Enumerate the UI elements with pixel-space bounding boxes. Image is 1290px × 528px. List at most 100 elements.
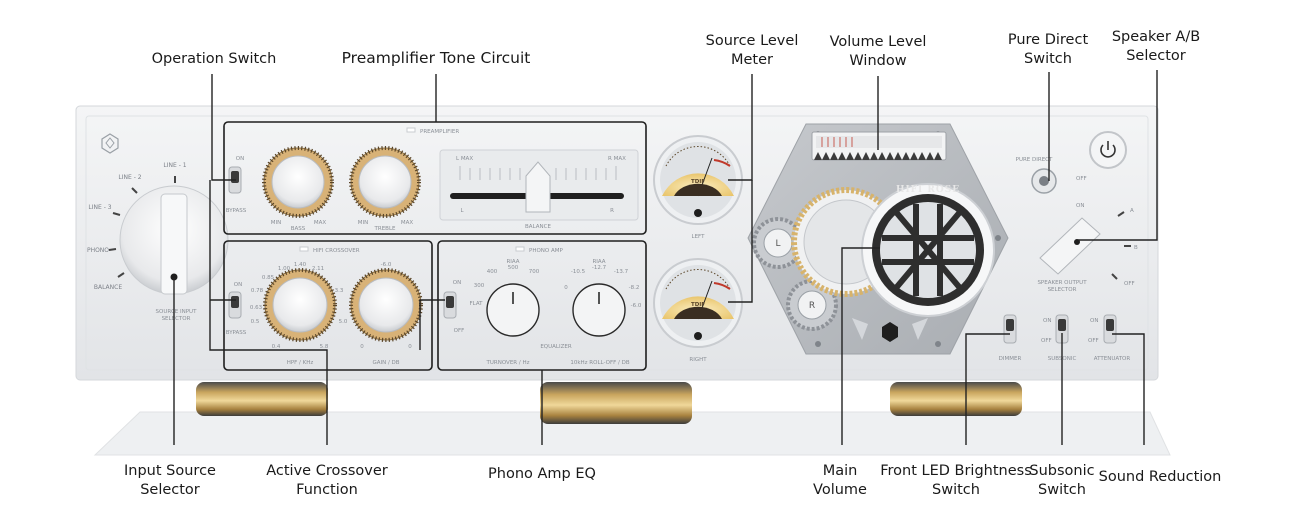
hpf-tick-2: 0.63 [250,305,263,311]
hpf-tick-9: 5.0 [339,319,348,325]
operation-bypass-label: BYPASS [226,208,247,214]
gain-mid: -6.0 [381,262,392,268]
gear-right-channel-icon [786,279,838,331]
turnover-label: TURNOVER / Hz [486,360,530,366]
bass-label: BASS [291,226,306,232]
preamplifier-section [223,121,647,235]
speaker-off: OFF [1124,281,1135,287]
hpf-tick-4: 0.85 [262,275,275,281]
bass-knob[interactable] [262,146,334,218]
operation-on-label: ON [236,156,244,162]
turnover-tick-2: 500 [508,265,519,271]
callout-phono-amp-eq: Phono Amp EQ [488,466,596,482]
hpf-tick-1: 0.5 [251,319,260,325]
balance-r: R [610,208,614,214]
turnover-tick-0: 300 [474,283,485,289]
hpf-tick-5: 1.00 [278,266,291,272]
dimmer-switch[interactable] [1003,314,1017,344]
attenuator-off: OFF [1088,338,1099,344]
speaker-b: B [1134,245,1138,251]
callout-preamp-tone-circuit: Preamplifier Tone Circuit [341,49,531,67]
input-pos-balance: BALANCE [94,284,122,291]
foot-center [540,382,692,424]
subsonic-off: OFF [1041,338,1052,344]
leader-main-volume [841,247,880,445]
hexagon-accent-icon [852,318,928,342]
brand-logo [101,133,119,154]
foot-left [196,382,328,416]
input-label-2: SELECTOR [162,316,191,322]
crossover-section [223,240,433,371]
input-pos-line1: LINE - 1 [163,162,186,169]
rolloff-knob[interactable] [572,283,626,337]
leader-led-brightness [965,333,1010,445]
attenuator-label: ATTENUATOR [1094,356,1131,362]
hpf-tick-10: 5.8 [320,344,329,350]
rolloff-tick-5: -6.0 [631,303,642,309]
phono-flat: FLAT [469,301,483,307]
volume-level-window [811,131,947,161]
rolloff-label: 10kHz ROLL-OFF / DB [570,360,630,366]
crossover-on: ON [234,282,242,288]
gain-max: 0 [408,344,412,350]
vu-left-label: LEFT [692,234,706,240]
gain-min: 0 [360,344,364,350]
input-source-selector[interactable] [119,185,229,295]
balance-label: BALANCE [525,224,551,230]
hpf-knob[interactable] [263,268,337,342]
bass-min: MIN [271,220,281,226]
pure-direct-switch[interactable] [1031,168,1057,194]
speaker-label-2: SELECTOR [1048,287,1077,293]
hpf-tick-7: 2.11 [312,266,324,272]
power-button[interactable] [1089,131,1127,169]
dimmer-label: DIMMER [999,356,1022,362]
gain-knob[interactable] [349,268,423,342]
vu-right-label: RIGHT [689,357,707,363]
speaker-a: A [1130,208,1134,214]
pure-direct-label: PURE DIRECT [1016,157,1053,163]
balance-l: L [460,208,464,214]
leader-meter-right [728,180,753,303]
main-volume-knob[interactable] [861,183,995,317]
input-pos-phono: PHONO [87,247,109,254]
phono-switch[interactable] [443,291,457,319]
leader-sound-reduction [1112,333,1145,445]
pure-direct-off: OFF [1076,176,1087,182]
gain-label: GAIN / DB [372,360,399,366]
attenuator-on: ON [1090,318,1098,324]
turnover-top: RIAA [506,259,519,265]
vu-right-brand: TDIF [691,302,705,308]
crossover-bypass: BYPASS [226,330,247,336]
hpf-tick-0: 0.4 [272,344,281,350]
phono-on: ON [453,280,461,286]
crossover-switch[interactable] [228,291,242,319]
callout-sound-reduction: Sound Reduction [1098,469,1222,485]
volume-logo: HIFI ROSE [896,185,960,195]
turnover-tick-1: 400 [487,269,498,275]
rolloff-tick-1: -10.5 [571,269,586,275]
vu-meter-right [653,258,743,348]
turnover-tick-3: 700 [529,269,540,275]
attenuator-switch[interactable] [1103,314,1117,344]
turnover-knob[interactable] [486,283,540,337]
treble-knob[interactable] [349,146,421,218]
leader-crossover [209,180,328,445]
rolloff-tick-4: -8.2 [629,285,640,291]
rolloff-tick-3: -13.7 [614,269,629,275]
vu-meter-left [653,135,743,225]
hpf-tick-6: 1.40 [294,262,307,268]
preamplifier-header: PREAMPLIFIER [420,129,459,135]
phono-header: PHONO AMP [529,248,563,254]
rolloff-tick-0: 0 [564,285,568,291]
leader-lines [173,70,1158,445]
input-pos-line2: LINE - 2 [118,174,141,181]
pure-direct-on: ON [1076,203,1084,209]
equalizer-label: EQUALIZER [540,344,572,350]
balance-slider[interactable] [525,161,551,213]
